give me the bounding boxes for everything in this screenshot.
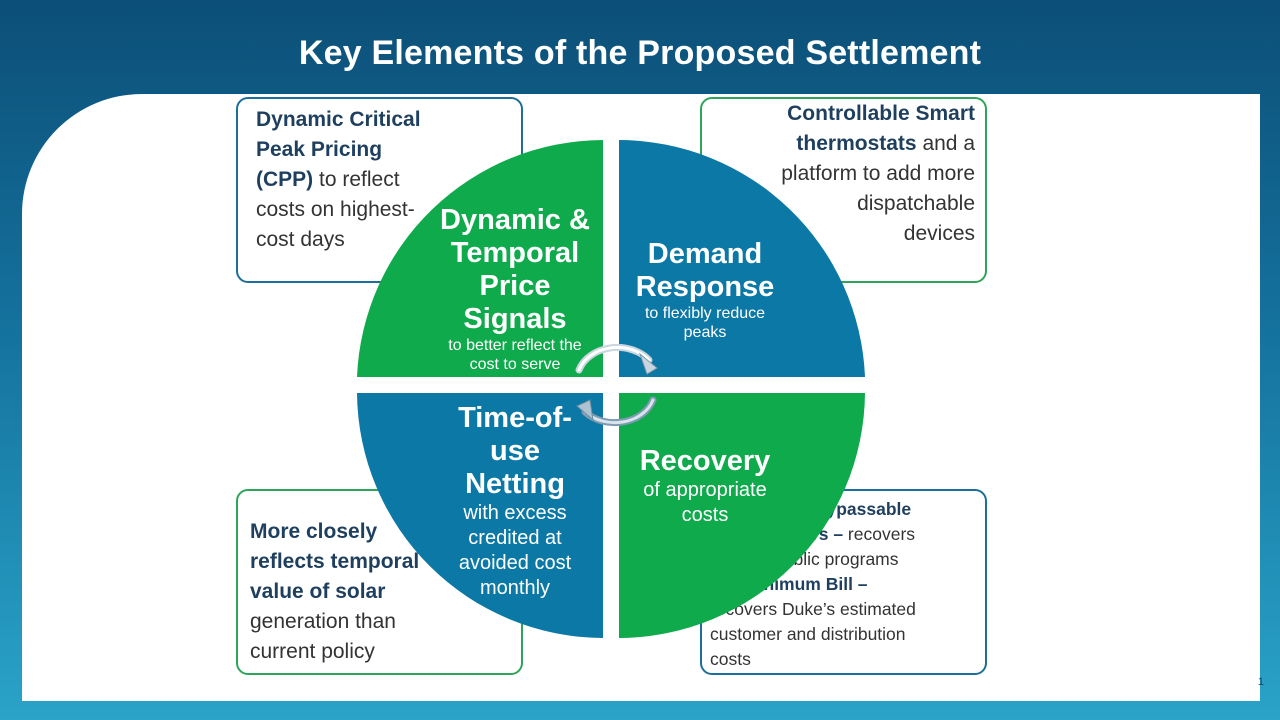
thermo-bold-2: thermostats: [796, 132, 917, 155]
cpp-bold-2: Peak Pricing: [256, 138, 383, 161]
recovery-heading-1: Recovery: [639, 445, 771, 477]
cpp-line-4: costs on highest-: [256, 198, 415, 221]
thermo-line-3: platform to add more: [781, 162, 975, 185]
tou-netting-sub-3: avoided cost: [458, 552, 572, 574]
cpp-bold-1: Dynamic Critical: [256, 108, 421, 131]
cpp-line-5: cost days: [256, 228, 345, 251]
recovery-sub-1: of appropriate: [643, 479, 767, 501]
quadrant-demand-response: Demand Response to flexibly reduce peaks: [630, 238, 780, 342]
slide-title: Key Elements of the Proposed Settlement: [298, 34, 982, 72]
quadrant-circle: [357, 140, 865, 638]
price-signals-heading-1: Dynamic &: [440, 204, 590, 236]
tou-netting-sub-2: credited at: [468, 527, 562, 549]
solar-bold-1: More closely: [250, 520, 378, 543]
quadrant-recovery: Recovery of appropriate costs: [630, 445, 780, 528]
solar-bold-2: reflects temporal: [250, 550, 420, 573]
tou-netting-heading-1: Time-of-: [458, 402, 572, 434]
tou-netting-sub-1: with excess: [463, 502, 567, 524]
quadrant-bottom-left-shape: [357, 393, 603, 638]
thermo-rest-2: and a: [916, 132, 975, 155]
cpp-rest-3: to reflect: [313, 168, 400, 191]
thermo-line-5: devices: [903, 222, 975, 245]
price-signals-sub-2: cost to serve: [469, 356, 561, 373]
page-number: 1: [1257, 676, 1264, 688]
demand-response-heading-1: Demand: [647, 238, 763, 270]
price-signals-heading-3: Price: [479, 270, 551, 302]
demand-response-heading-2: Response: [635, 271, 775, 303]
riders-line-3: public programs: [774, 549, 899, 569]
tou-netting-sub-4: monthly: [479, 577, 551, 599]
demand-response-sub-1: to flexibly reduce: [644, 305, 766, 322]
quadrant-bottom-right-shape: [619, 393, 865, 638]
price-signals-heading-4: Signals: [463, 303, 567, 335]
quadrant-tou-netting: Time-of- use Netting with excess credite…: [440, 402, 590, 601]
callout-box-solar: More closely reflects temporal value of …: [236, 489, 523, 675]
thermo-bold-1: Controllable Smart: [787, 102, 975, 125]
riders-rest-2: recovers: [843, 524, 916, 544]
quadrant-top-right-shape: [619, 140, 865, 377]
circular-arrows-icon: [575, 343, 658, 427]
price-signals-heading-2: Temporal: [450, 237, 580, 269]
quadrant-top-left-shape: [357, 140, 603, 377]
cpp-bold-3: (CPP): [256, 168, 314, 191]
price-signals-sub-1: to better reflect the: [448, 337, 582, 354]
quadrant-price-signals: Dynamic & Temporal Price Signals to bett…: [440, 204, 590, 374]
solar-line-5: current policy: [250, 640, 375, 663]
tou-netting-heading-2: use: [490, 435, 540, 467]
riders-line-7: costs: [710, 649, 751, 669]
solar-line-4: generation than: [250, 610, 396, 633]
recovery-sub-2: costs: [681, 504, 729, 526]
tou-netting-heading-3: Netting: [465, 468, 565, 500]
riders-line-6: customer and distribution: [710, 624, 906, 644]
solar-bold-3: value of solar: [250, 580, 386, 603]
demand-response-sub-2: peaks: [683, 324, 727, 341]
riders-line-5: recovers Duke’s estimated: [710, 599, 916, 619]
thermo-line-4: dispatchable: [857, 192, 975, 215]
